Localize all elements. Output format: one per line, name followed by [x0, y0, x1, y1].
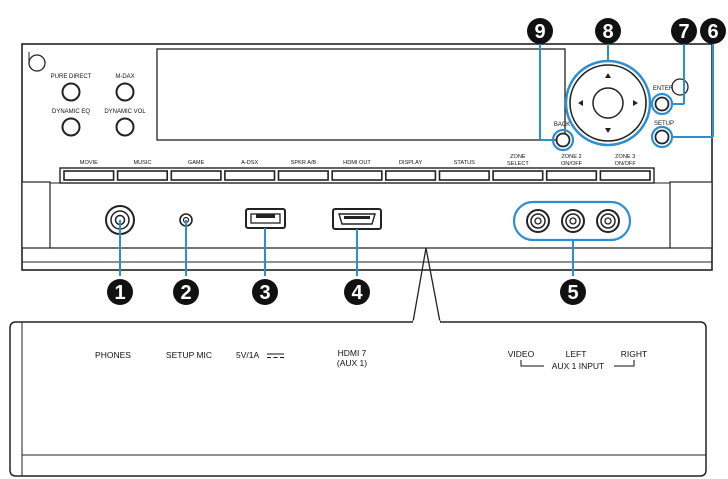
enter-button[interactable]: [654, 96, 670, 112]
strip-button-3[interactable]: [224, 170, 276, 181]
strip-button-label: MUSIC: [133, 160, 151, 166]
screw-icon: [28, 52, 46, 72]
strip-button-2[interactable]: [170, 170, 222, 181]
callout-badge-4: 4: [344, 279, 370, 305]
hdmi-port[interactable]: [332, 208, 382, 230]
callout-circle: [252, 279, 278, 305]
setup-label: SETUP: [654, 121, 674, 127]
strip-button-label: SELECT: [507, 161, 529, 167]
callout-badge-5: 5: [560, 279, 586, 305]
strip-button-label: GAME: [188, 160, 205, 166]
callout-circle: [107, 279, 133, 305]
strip-button-label: DISPLAY: [399, 160, 422, 166]
enter-label: ENTER: [653, 86, 674, 92]
left-side-post: [21, 181, 51, 249]
callout-badge-2: 2: [173, 279, 199, 305]
left-label: LEFT: [566, 349, 587, 359]
back-label: BACK: [554, 122, 570, 128]
aux-input-bracket: [520, 360, 635, 367]
callout-badge-1: 1: [107, 279, 133, 305]
strip-button-10[interactable]: [599, 170, 651, 181]
aux-input-label: AUX 1 INPUT: [552, 361, 604, 371]
enter-center-button[interactable]: [592, 87, 624, 119]
dynamic-vol-button[interactable]: [115, 117, 135, 137]
callout-circle: [671, 18, 697, 44]
audio-right-jack[interactable]: [596, 209, 620, 233]
m-dax-button[interactable]: [115, 82, 135, 102]
callout-circle: [344, 279, 370, 305]
setup-button[interactable]: [654, 129, 670, 145]
phones-label: PHONES: [95, 350, 131, 360]
callout-number: 9: [534, 21, 545, 43]
callout-number: 4: [351, 282, 363, 304]
callout-badge-9: 9: [527, 18, 553, 44]
zoom-connector: [412, 247, 441, 323]
callout-number: 2: [180, 282, 191, 304]
strip-button-6[interactable]: [384, 170, 437, 181]
strip-button-8[interactable]: [492, 170, 544, 181]
screw-icon: [671, 78, 689, 96]
strip-button-label: STATUS: [454, 160, 476, 166]
callout-number: 6: [707, 21, 718, 43]
strip-button-label: ON/OFF: [561, 161, 583, 167]
display-window: [156, 48, 566, 141]
strip-button-1[interactable]: [116, 170, 168, 181]
callout-number: 8: [602, 21, 613, 43]
pure-direct-label: PURE DIRECT: [51, 74, 92, 80]
callout-badge-7: 7: [671, 18, 697, 44]
strip-button-label: ZONE 2: [561, 154, 581, 160]
arrow-up-icon[interactable]: [605, 73, 611, 78]
right-side-post: [669, 181, 713, 249]
usb-label: 5V/1A: [236, 350, 259, 360]
strip-button-label: HDMI OUT: [343, 160, 371, 166]
strip-button-label: MOVIE: [80, 160, 98, 166]
arrow-down-icon[interactable]: [605, 128, 611, 133]
right-label: RIGHT: [621, 349, 647, 359]
strip-button-4[interactable]: [277, 170, 329, 181]
callout-badge-3: 3: [252, 279, 278, 305]
dynamic-vol-label: DYNAMIC VOL: [104, 109, 146, 115]
callout-number: 7: [678, 21, 689, 43]
strip-button-label: ZONE: [510, 154, 526, 160]
audio-left-jack[interactable]: [561, 209, 585, 233]
usb-port[interactable]: [245, 208, 286, 229]
zoom-detail-panel: [9, 321, 707, 477]
callout-circle: [700, 18, 726, 44]
back-button[interactable]: [555, 132, 571, 148]
callout-badge-8: 8: [595, 18, 621, 44]
video-jack[interactable]: [526, 209, 550, 233]
callout-number: 1: [114, 282, 125, 304]
setup-mic-label: SETUP MIC: [166, 350, 212, 360]
strip-button-label: SPKR A/B: [291, 160, 317, 166]
video-label: VIDEO: [508, 349, 535, 359]
dynamic-eq-button[interactable]: [61, 117, 81, 137]
arrow-left-icon[interactable]: [578, 100, 583, 106]
dc-symbol-icon: [267, 353, 284, 358]
hdmi-label-line1: HDMI 7: [338, 348, 367, 358]
strip-button-label: ZONE 3: [615, 154, 635, 160]
callout-number: 5: [567, 282, 578, 304]
hdmi-label-line2: (AUX 1): [337, 358, 367, 368]
m-dax-label: M-DAX: [115, 74, 134, 80]
strip-button-9[interactable]: [545, 170, 598, 181]
strip-button-label: A-DSX: [241, 160, 258, 166]
strip-button-5[interactable]: [331, 170, 383, 181]
callout-circle: [560, 279, 586, 305]
callout-number: 3: [259, 282, 270, 304]
cursor-pad[interactable]: [564, 59, 652, 147]
callout-circle: [173, 279, 199, 305]
strip-button-0[interactable]: [63, 170, 115, 181]
callout-badge-6: 6: [700, 18, 726, 44]
callout-circle: [527, 18, 553, 44]
dynamic-eq-label: DYNAMIC EQ: [52, 109, 90, 115]
strip-button-7[interactable]: [438, 170, 490, 181]
pure-direct-button[interactable]: [61, 82, 81, 102]
callout-circle: [595, 18, 621, 44]
arrow-right-icon[interactable]: [633, 100, 638, 106]
strip-button-label: ON/OFF: [615, 161, 637, 167]
